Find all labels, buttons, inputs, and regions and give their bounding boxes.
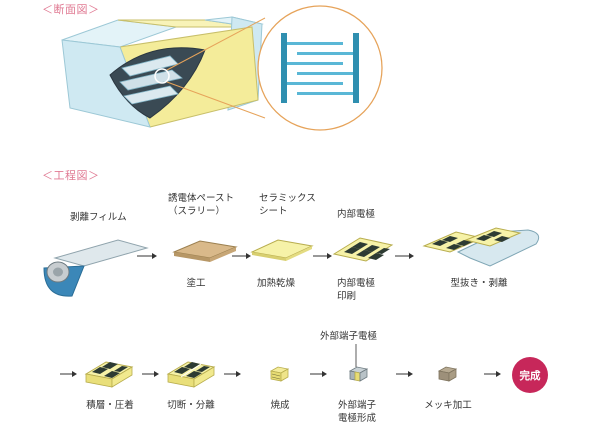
plating-illustration: [437, 366, 458, 382]
lamination-illustration: [84, 361, 134, 388]
arrow-1: [137, 253, 157, 259]
punching-illustration: [422, 227, 540, 267]
arrow-10: [484, 371, 501, 377]
label-internal-electrode-top: 内部電極: [337, 209, 376, 220]
zoom-line-top: [166, 17, 266, 71]
arrow-2: [232, 253, 251, 259]
step-external-electrode: 外部端子 電極形成: [337, 400, 376, 424]
cross-section-heading: ＜断面図＞: [42, 3, 100, 16]
label-external-electrode-top: 外部端子電極: [320, 331, 378, 342]
step-electrode-printing: 内部電極 印刷: [337, 278, 376, 302]
process-heading: ＜工程図＞: [42, 169, 100, 182]
arrow-3: [313, 253, 332, 259]
electrode-printing-illustration: [332, 237, 394, 262]
step-plating: メッキ加工: [424, 400, 472, 411]
firing-illustration: [269, 366, 290, 382]
coating-illustration: [172, 240, 238, 262]
drying-illustration: [250, 239, 314, 261]
arrow-6: [142, 371, 159, 377]
cutting-illustration: [166, 361, 216, 388]
step-cutting: 切断・分離: [167, 400, 215, 411]
arrow-8: [310, 371, 327, 377]
label-ceramic-sheet: セラミックス シート: [259, 193, 316, 217]
step-release-film: 剥離フィルム: [70, 212, 127, 223]
step-heat-drying: 加熱乾燥: [256, 278, 295, 289]
arrow-4: [395, 253, 414, 259]
step-coating: 塗工: [186, 278, 206, 289]
step-lamination: 積層・圧着: [86, 400, 134, 411]
label-dielectric-paste: 誘電体ペースト （スラリー）: [168, 193, 235, 217]
zoom-line-bottom: [166, 81, 266, 119]
external-electrode-illustration: [348, 344, 369, 382]
arrow-5: [60, 371, 77, 377]
complete-badge: 完成: [512, 357, 548, 393]
step-firing: 焼成: [270, 400, 290, 411]
arrow-7: [224, 371, 241, 377]
step-punching: 型抜き・剥離: [450, 278, 508, 289]
arrow-9: [396, 371, 413, 377]
electrode-zoom-circle: [257, 5, 383, 131]
chip-capacitor-illustration: [61, 16, 264, 128]
release-film-illustration: [43, 239, 149, 297]
